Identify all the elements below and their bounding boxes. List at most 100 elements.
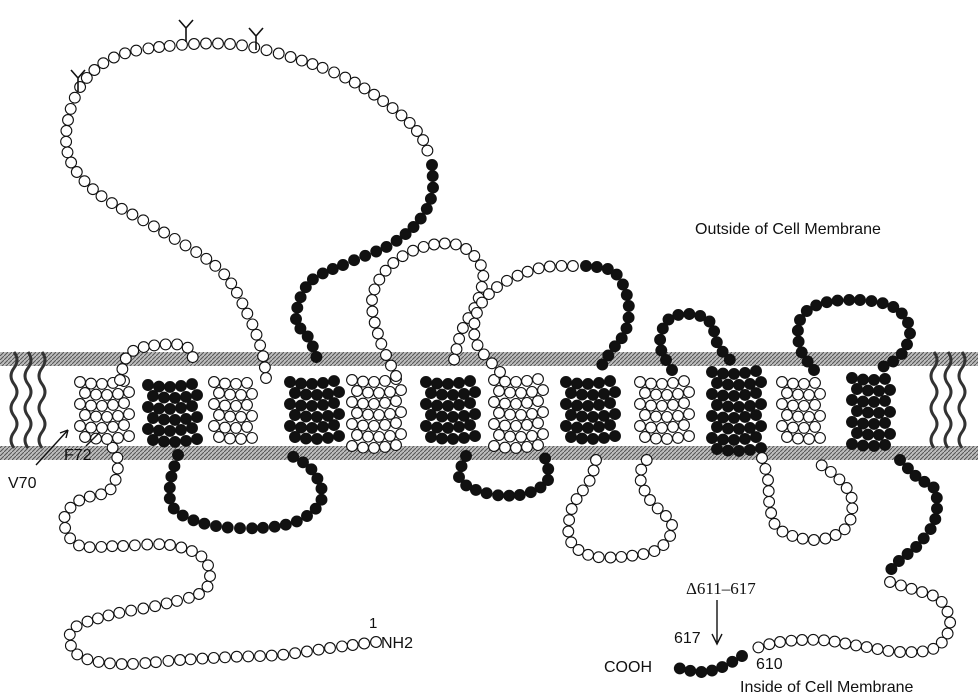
n-terminal-tail-residue <box>138 603 149 614</box>
n-terminal-tail-residue <box>172 596 183 607</box>
residue-610-label: 610 <box>756 656 783 673</box>
icl3-residue <box>809 535 820 546</box>
icl3-residue <box>760 464 771 475</box>
helix-residue-filled <box>858 396 869 407</box>
helix-residue-open <box>777 377 788 388</box>
helix-residue-open <box>651 411 662 422</box>
large-ecl-residue <box>116 203 127 214</box>
ecl6-residue <box>793 336 804 347</box>
lipid-molecule <box>25 352 31 448</box>
cyto-loop-residue <box>166 471 177 482</box>
helix-residue-filled <box>143 380 154 391</box>
ecl5-residue <box>724 354 735 365</box>
helix-residue-open <box>380 376 391 387</box>
icl2-residue <box>616 552 627 563</box>
icl-residue <box>481 488 492 499</box>
helix-residue-open <box>86 422 97 433</box>
icl2-residue <box>641 455 652 466</box>
helix-residue-open <box>97 379 108 390</box>
helix-residue-open <box>75 377 86 388</box>
helix-residue-open <box>358 420 369 431</box>
helix-residue-open <box>679 420 690 431</box>
c-tail-filled-residue <box>895 455 906 466</box>
lipid-molecule <box>931 352 937 448</box>
helix-residue-filled <box>432 400 443 411</box>
inside-membrane-label: Inside of Cell Membrane <box>740 679 914 696</box>
helix-residue-open <box>374 432 385 443</box>
cyto-loop-residue <box>288 451 299 462</box>
icl-residue <box>525 487 536 498</box>
ecl6-residue <box>832 295 843 306</box>
cyto-loop-residue <box>316 494 327 505</box>
helix-residue-open <box>505 431 516 442</box>
ecl6-residue <box>905 328 916 339</box>
ecl3-residue <box>478 271 489 282</box>
helix-residue-filled <box>437 389 448 400</box>
cyto-loop-residue <box>199 518 210 529</box>
helix-residue-open <box>640 388 651 399</box>
c-tail-open-residue <box>872 644 883 655</box>
loop-residue <box>117 364 128 375</box>
helix-residue-filled <box>572 378 583 389</box>
large-ecl-residue <box>359 83 370 94</box>
large-ecl-residue <box>378 96 389 107</box>
ecl-filled-residue <box>307 341 318 352</box>
cyto-loop-residue <box>316 483 327 494</box>
large-ecl-residue <box>251 329 262 340</box>
helix-residue-open <box>782 410 793 421</box>
helix-residue-filled <box>421 377 432 388</box>
n-terminal-tail-residue <box>93 613 104 624</box>
n-terminal-tail-residue <box>107 541 118 552</box>
large-ecl-residue <box>62 147 73 158</box>
ecl6-residue <box>866 296 877 307</box>
helix-residue-filled <box>426 388 437 399</box>
icl2-residue <box>605 552 616 563</box>
helix-residue-open <box>396 429 407 440</box>
helix-residue-open <box>533 440 544 451</box>
helix-residue-filled <box>437 433 448 444</box>
ecl-filled-residue <box>360 250 371 261</box>
large-ecl-residue <box>255 340 266 351</box>
icl-residue <box>461 451 472 462</box>
helix-residue-filled <box>329 398 340 409</box>
helix-residue-filled <box>588 390 599 401</box>
residue-617-label: 617 <box>674 630 701 647</box>
large-ecl-residue <box>296 55 307 66</box>
n-terminal-tail-residue <box>66 640 77 651</box>
n-terminal-tail-residue <box>128 659 139 670</box>
helix-residue-filled <box>437 411 448 422</box>
ecl4-residue <box>472 340 483 351</box>
helix-residue-open <box>236 390 247 401</box>
c-terminus-residue <box>707 665 718 676</box>
n-terminal-tail-residue <box>371 637 382 648</box>
helix-residue-open <box>516 410 527 421</box>
helix-residue-open <box>352 408 363 419</box>
helix-residue-open <box>209 421 220 432</box>
ecl-filled-residue <box>391 235 402 246</box>
helix-residue-filled <box>285 421 296 432</box>
helix-residue-filled <box>159 392 170 403</box>
helix-residue-filled <box>470 431 481 442</box>
f72-label: F72 <box>64 447 92 464</box>
c-tail-open-residue <box>917 587 928 598</box>
deletion-label: Δ611–617 <box>686 579 756 598</box>
large-ecl-residue <box>107 198 118 209</box>
helix-residue-open <box>494 430 505 441</box>
helix-residue-open <box>522 376 533 387</box>
icl3-residue <box>766 508 777 519</box>
c-tail-open-residue <box>928 643 939 654</box>
n-terminal-tail-residue <box>163 656 174 667</box>
large-ecl-residue <box>260 362 271 373</box>
icl-residue <box>543 475 554 486</box>
ecl4-residue <box>469 318 480 329</box>
ecl4-residue <box>502 275 513 286</box>
helix-residue-open <box>347 441 358 452</box>
helix-residue-open <box>247 433 258 444</box>
helix-residue-open <box>810 422 821 433</box>
large-ecl-residue <box>169 234 180 245</box>
large-ecl-residue <box>131 45 142 56</box>
cyto-loop-residue <box>247 523 258 534</box>
ecl4-filled-residue <box>592 262 603 273</box>
helix-residue-filled <box>869 441 880 452</box>
helix-residue-open <box>668 400 679 411</box>
